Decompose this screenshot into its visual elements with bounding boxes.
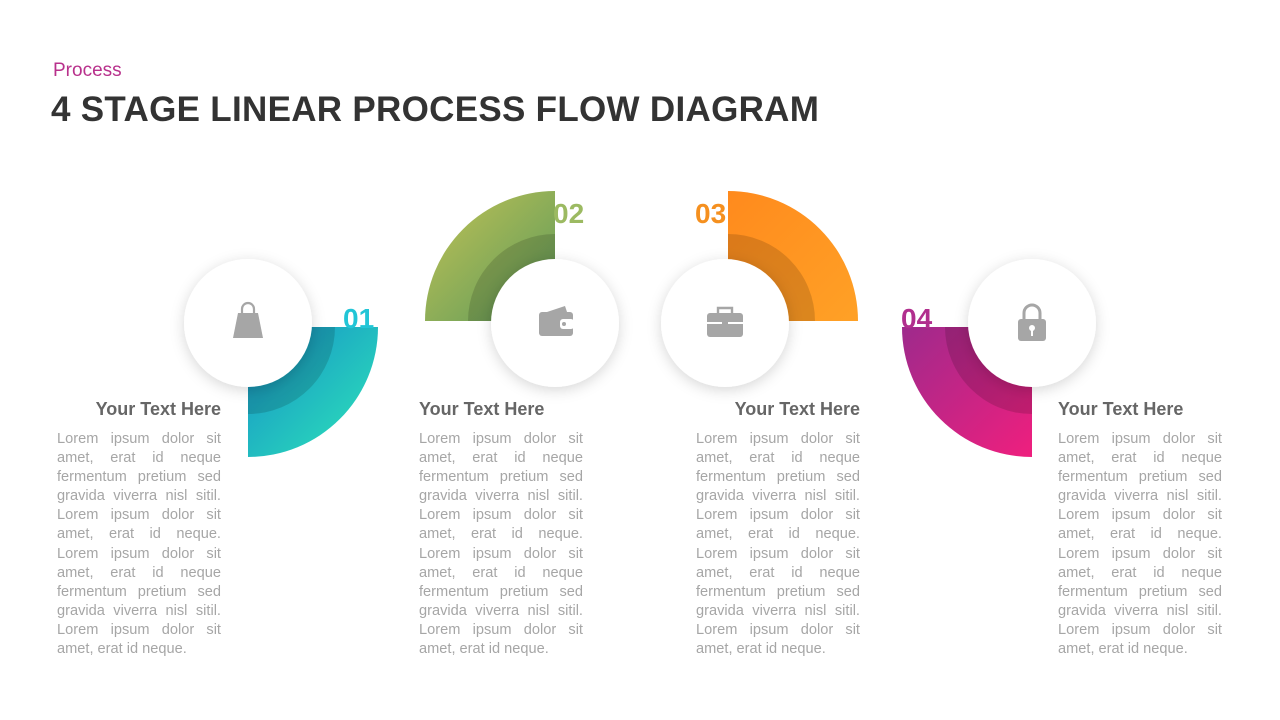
padlock-icon <box>1018 303 1046 341</box>
stage-4-body: Lorem ipsum dolor sit amet, erat id nequ… <box>1058 431 1222 658</box>
stage-4-heading: Your Text Here <box>1058 399 1184 419</box>
stage-4-number: 04 <box>901 303 933 334</box>
stage-3-text: Your Text Here Lorem ipsum dolor sit ame… <box>696 399 860 659</box>
stage-1-heading: Your Text Here <box>95 399 221 419</box>
wallet-icon <box>539 306 574 336</box>
briefcase-icon <box>707 306 743 337</box>
stage-2-number: 02 <box>553 198 584 229</box>
shopping-bag-icon <box>233 301 263 338</box>
stage-2-text: Your Text Here Lorem ipsum dolor sit ame… <box>419 399 583 659</box>
stage-3-body: Lorem ipsum dolor sit amet, erat id nequ… <box>696 431 860 658</box>
stage-1-body: Lorem ipsum dolor sit amet, erat id nequ… <box>57 431 221 658</box>
slide-subtitle: Process <box>53 60 122 81</box>
stage-4-text: Your Text Here Lorem ipsum dolor sit ame… <box>1058 399 1222 659</box>
stage-3-number: 03 <box>695 198 726 229</box>
stage-1-text: Your Text Here Lorem ipsum dolor sit ame… <box>57 399 221 659</box>
stage-2-body: Lorem ipsum dolor sit amet, erat id nequ… <box>419 431 583 658</box>
stage-1-number: 01 <box>343 303 374 334</box>
stage-2-heading: Your Text Here <box>419 399 545 419</box>
slide-title: 4 STAGE LINEAR PROCESS FLOW DIAGRAM <box>51 90 820 129</box>
stage-3-heading: Your Text Here <box>734 399 860 419</box>
